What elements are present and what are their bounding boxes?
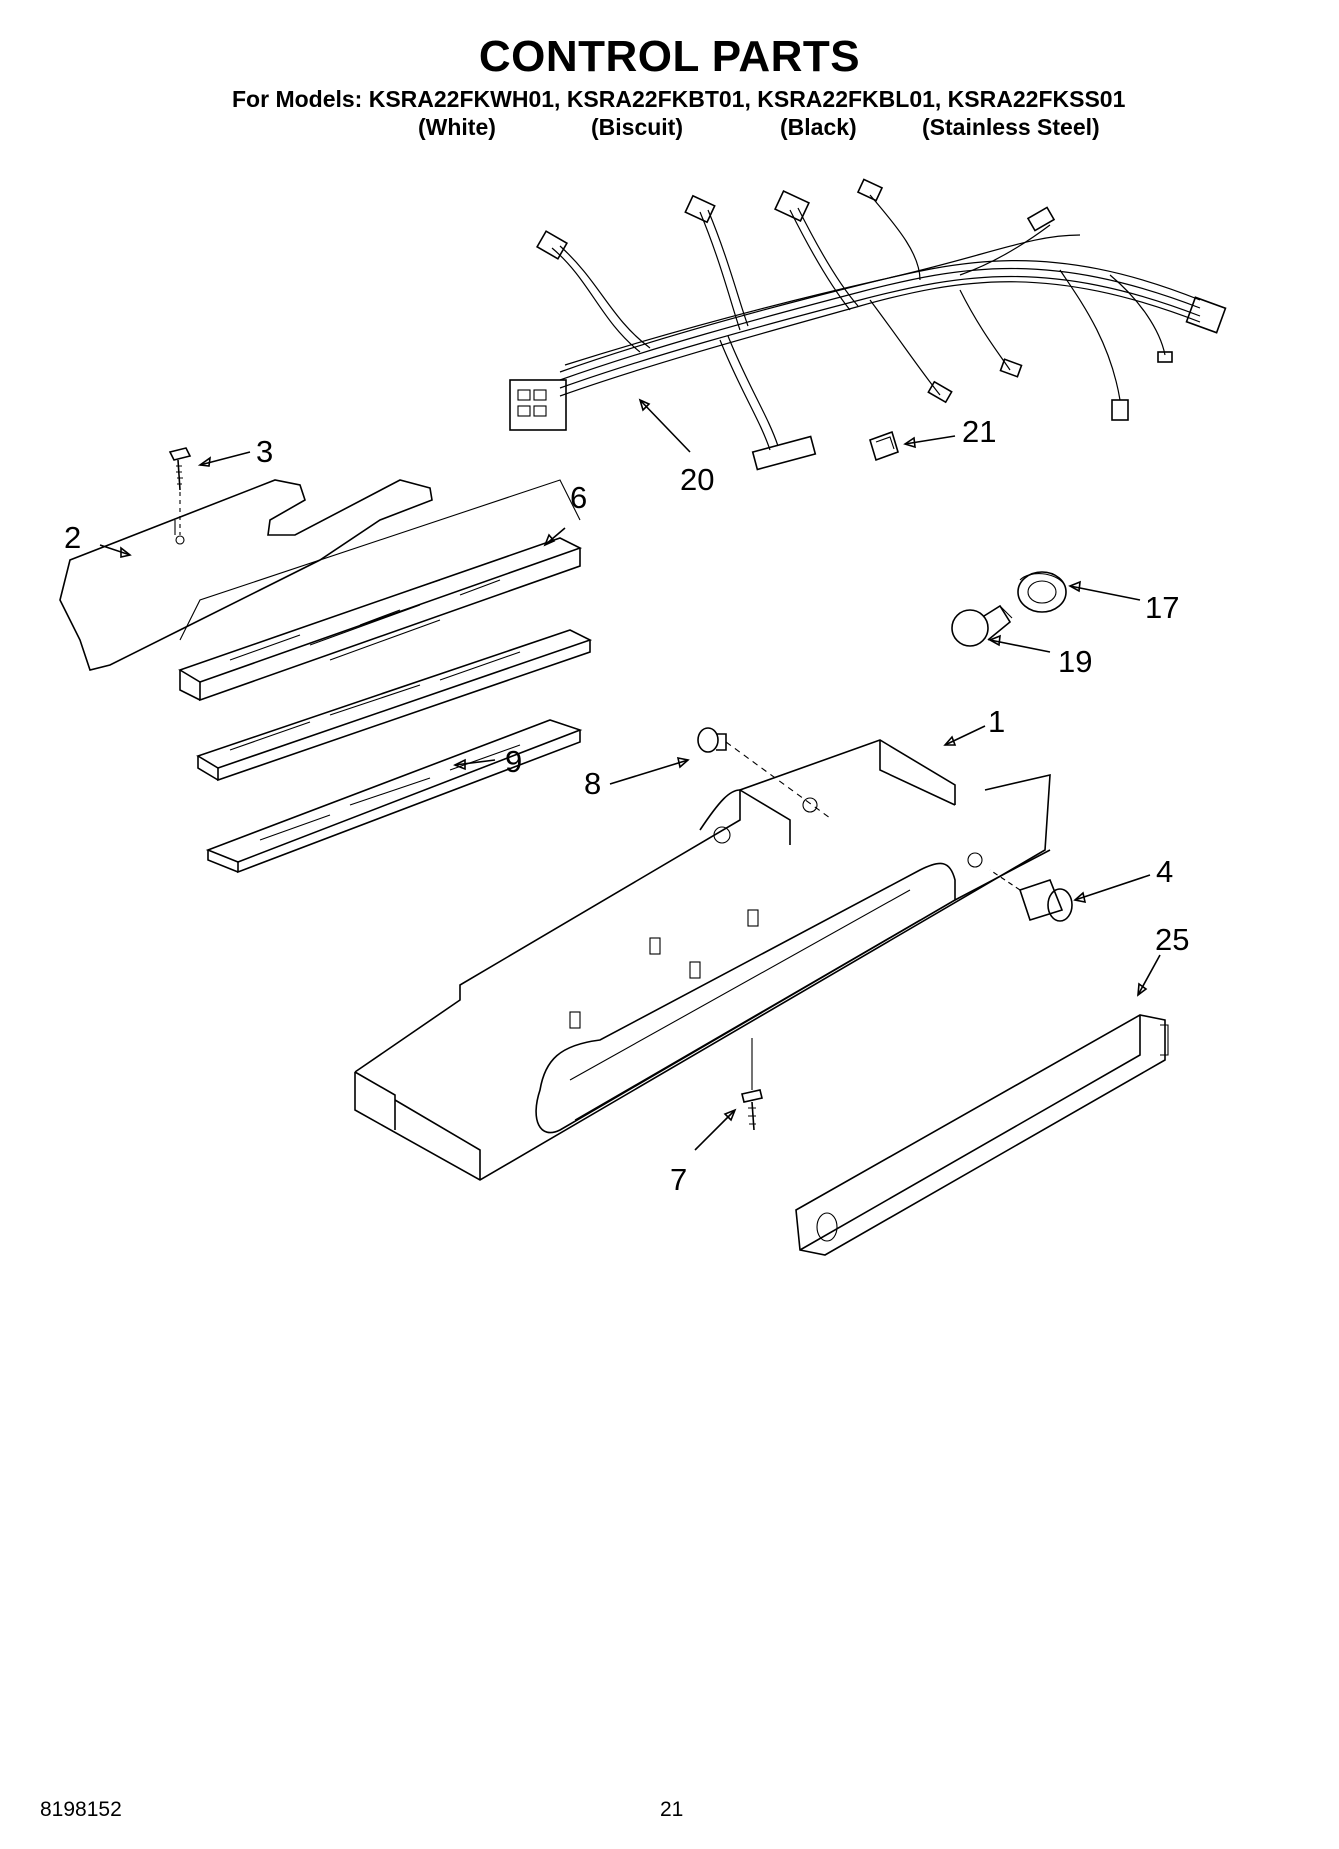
part-6-control-board	[178, 479, 583, 702]
part-9-keypad-panel	[196, 629, 593, 782]
callout-25: 25	[1155, 922, 1189, 957]
document-number: 8198152	[40, 1798, 122, 1821]
callout-20: 20	[680, 462, 714, 497]
part-21-clip	[869, 430, 899, 462]
part-1-control-housing	[354, 739, 1051, 1181]
variant-biscuit: (Biscuit)	[591, 114, 683, 140]
models-line: For Models: KSRA22FKWH01, KSRA22FKBT01, …	[232, 86, 1126, 112]
wire-harness	[509, 178, 1227, 471]
page-title: CONTROL PARTS	[478, 32, 861, 81]
part-8-grommet	[697, 727, 831, 819]
callout-17: 17	[1145, 590, 1179, 625]
callout-9: 9	[505, 744, 522, 779]
callout-2: 2	[64, 520, 81, 555]
page-number: 21	[660, 1798, 684, 1821]
callout-8: 8	[584, 766, 601, 801]
variant-black: (Black)	[780, 114, 857, 140]
callout-7: 7	[670, 1162, 687, 1197]
part-17-lamp-socket	[1017, 571, 1067, 613]
part-9-lower-board	[205, 719, 583, 874]
callout-6: 6	[570, 480, 587, 515]
part-2-mounting-plate	[59, 479, 433, 671]
callout-21: 21	[962, 414, 996, 449]
callout-3: 3	[256, 434, 273, 469]
part-3-screw	[168, 447, 192, 535]
part-7-screw	[741, 1038, 763, 1131]
variant-white: (White)	[418, 114, 496, 140]
part-4-socket-holder	[989, 869, 1073, 922]
leader-lines	[99, 398, 1161, 1151]
part-19-light-bulb	[951, 604, 1013, 647]
callout-1: 1	[988, 704, 1005, 739]
callout-19: 19	[1058, 644, 1092, 679]
variant-stainless-steel: (Stainless Steel)	[922, 114, 1100, 140]
part-25-trim-strip	[795, 1014, 1169, 1256]
callout-4: 4	[1156, 854, 1173, 889]
